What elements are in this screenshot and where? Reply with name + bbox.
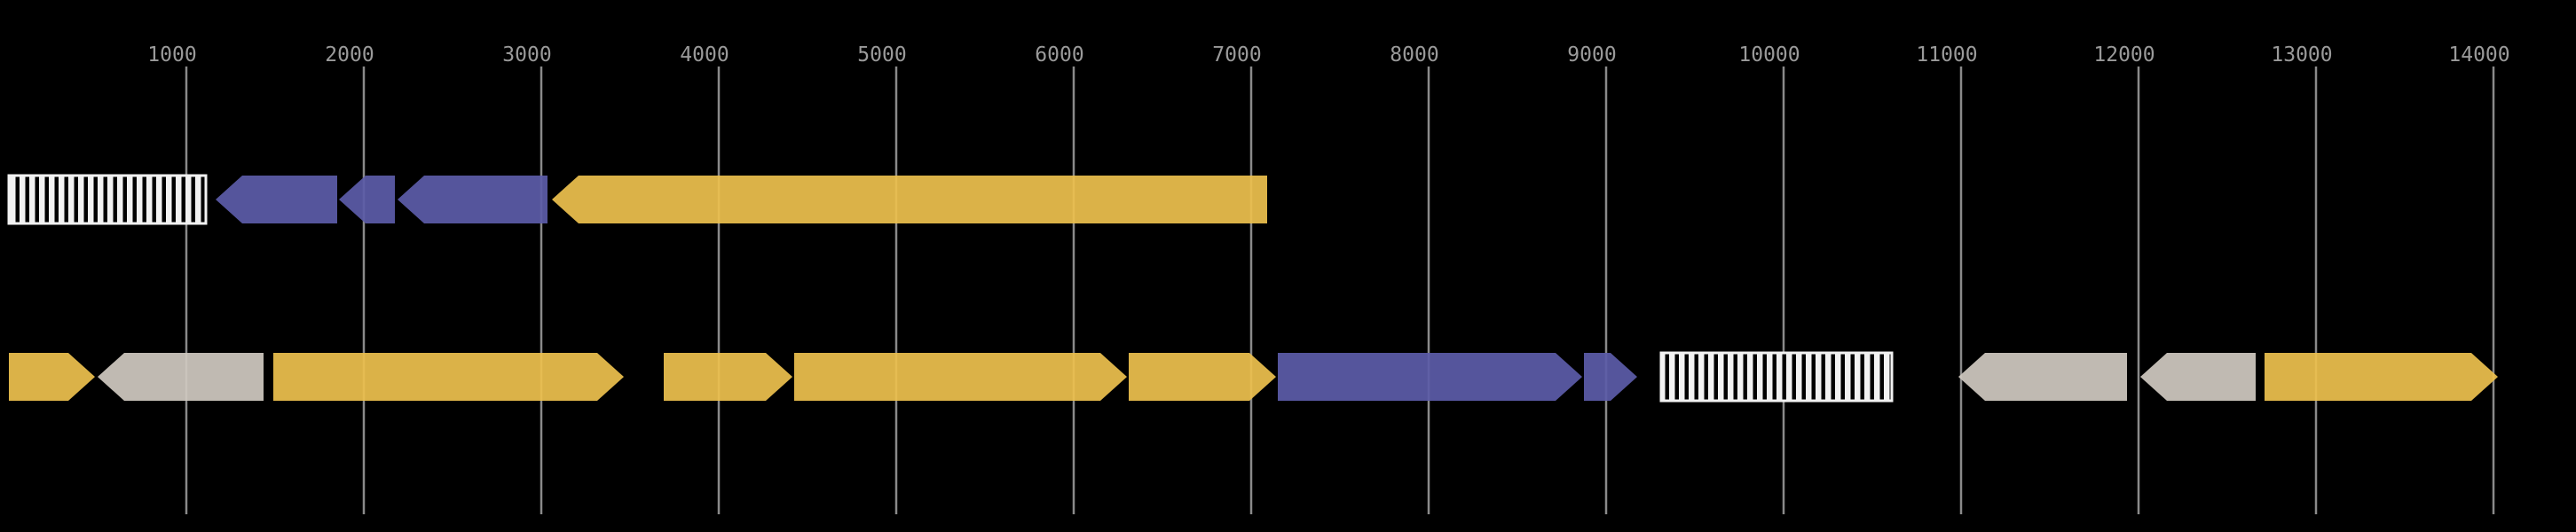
axis: 1000 2000 3000 4000 5000 6000 7000 8000 9000 1000… <box>147 43 2510 514</box>
gene-arrow <box>2265 353 2498 401</box>
axis-tick-label: 12000 <box>2093 43 2155 66</box>
axis-tick-label: 7000 <box>1212 43 1261 66</box>
gene-arrow <box>794 353 1127 401</box>
axis-tick-label: 3000 <box>502 43 551 66</box>
gene-hatched-block <box>7 174 208 225</box>
gene-arrow <box>1958 353 2127 401</box>
track-2 <box>9 351 2498 403</box>
axis-tick-label: 6000 <box>1035 43 1083 66</box>
gene-arrow <box>216 176 337 223</box>
track-1 <box>7 174 1267 225</box>
axis-tick-label: 9000 <box>1567 43 1616 66</box>
axis-tick-label: 14000 <box>2448 43 2509 66</box>
gene-arrow <box>1129 353 1276 401</box>
gene-arrow <box>273 353 624 401</box>
gene-arrow <box>552 176 1267 223</box>
gene-arrow <box>9 353 95 401</box>
gene-arrow <box>664 353 792 401</box>
gene-arrow <box>398 176 547 223</box>
gene-arrow <box>339 176 395 223</box>
axis-tick-label: 2000 <box>325 43 374 66</box>
axis-tick-label: 11000 <box>1916 43 1977 66</box>
gene-arrow <box>98 353 264 401</box>
axis-tick-label: 13000 <box>2271 43 2332 66</box>
axis-tick-label: 10000 <box>1738 43 1800 66</box>
axis-tick-label: 8000 <box>1390 43 1438 66</box>
axis-tick-label: 4000 <box>680 43 729 66</box>
gene-hatched-block <box>1659 351 1894 403</box>
axis-tick-label: 5000 <box>857 43 906 66</box>
gene-arrow <box>2140 353 2256 401</box>
axis-tick-label: 1000 <box>147 43 196 66</box>
gene-arrow <box>1278 353 1582 401</box>
gene-arrow <box>1584 353 1637 401</box>
